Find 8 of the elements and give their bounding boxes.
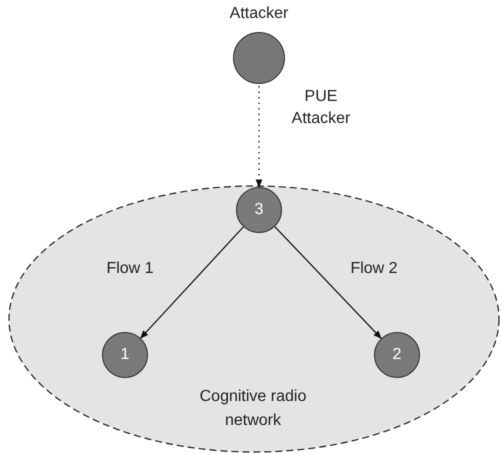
arrow xyxy=(140,226,244,339)
edge-label: Flow 1 xyxy=(105,259,155,279)
arrow xyxy=(274,226,382,339)
arrow xyxy=(256,86,262,188)
node-label: Attacker xyxy=(230,4,288,24)
network-label: Cognitive radio network xyxy=(198,387,308,431)
edge-label: Flow 2 xyxy=(349,259,399,279)
edge-label: PUE Attacker xyxy=(290,87,352,129)
